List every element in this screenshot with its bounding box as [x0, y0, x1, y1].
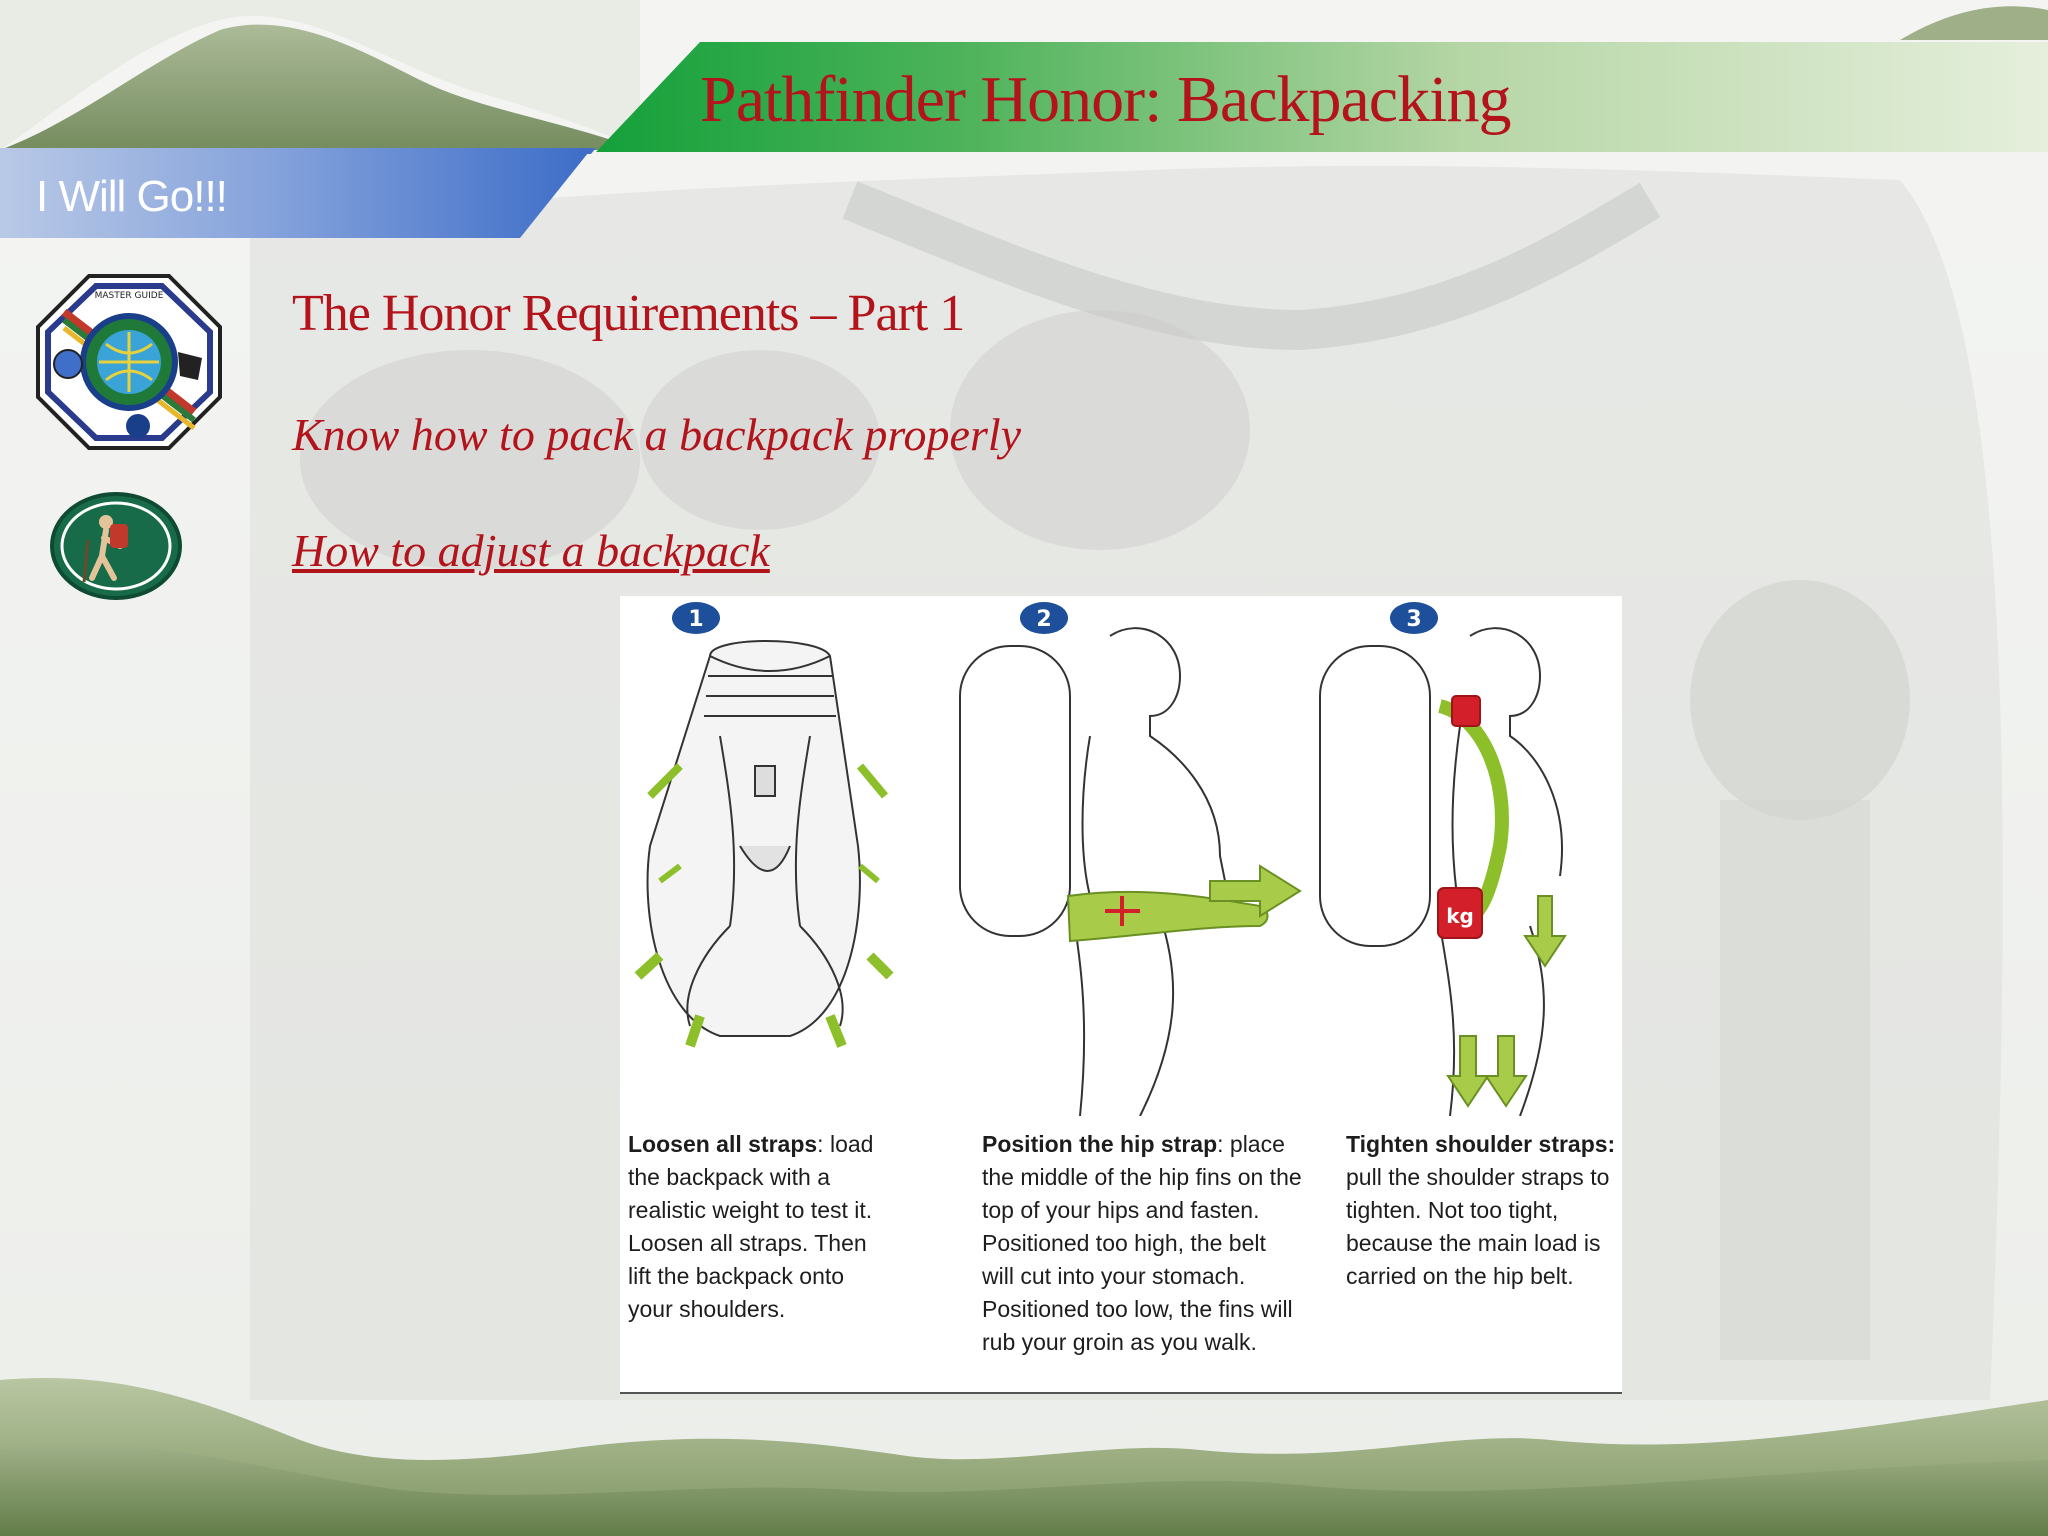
backpacking-honor-badge-icon — [50, 492, 182, 600]
step-number-2: 2 — [1036, 607, 1051, 632]
step-caption-3: Tighten shoulder straps: pull the should… — [1346, 1128, 1622, 1293]
backpack-rear-illustration — [634, 640, 894, 1048]
panel-divider — [620, 1392, 1622, 1394]
step-body-1: load the backpack with a realistic weigh… — [628, 1131, 874, 1322]
tagline-band — [0, 148, 592, 238]
step-marker-3: 3 — [1390, 602, 1438, 634]
hip-strap-illustration — [959, 627, 1302, 1116]
step-marker-1: 1 — [672, 602, 720, 634]
step-number-3: 3 — [1406, 607, 1421, 632]
weight-label: kg — [1446, 904, 1474, 928]
section-title: The Honor Requirements – Part 1 — [292, 285, 965, 342]
adjust-backpack-link[interactable]: How to adjust a backpack — [292, 525, 770, 576]
step-heading-suffix-2: : — [1217, 1131, 1224, 1157]
backpack-adjustment-instructions: 1 2 3 — [620, 596, 1622, 1394]
step-heading-3: Tighten shoulder straps: — [1346, 1131, 1616, 1157]
master-guide-badge-icon: MASTER GUIDE — [36, 274, 222, 450]
step-heading-suffix-1: : — [817, 1131, 824, 1157]
step-heading-1: Loosen all straps — [628, 1131, 818, 1157]
step-marker-2: 2 — [1020, 602, 1068, 634]
step-caption-2: Position the hip strap: place the middle… — [982, 1128, 1302, 1359]
instruction-illustrations: 1 2 3 — [634, 602, 1567, 1116]
requirement-text: Know how to pack a backpack properly — [292, 409, 1022, 460]
step-number-1: 1 — [688, 607, 703, 632]
step-body-2: place the middle of the hip fins on the … — [982, 1131, 1302, 1355]
step-body-3: pull the shoulder straps to tighten. Not… — [1346, 1164, 1610, 1289]
svg-text:MASTER GUIDE: MASTER GUIDE — [95, 291, 164, 301]
tagline: I Will Go!!! — [36, 172, 228, 221]
slide-title: Pathfinder Honor: Backpacking — [700, 63, 1511, 136]
shoulder-strap-illustration: kg — [1319, 627, 1567, 1116]
step-caption-1: Loosen all straps: load the backpack wit… — [628, 1128, 878, 1326]
step-heading-2: Position the hip strap — [982, 1131, 1218, 1157]
